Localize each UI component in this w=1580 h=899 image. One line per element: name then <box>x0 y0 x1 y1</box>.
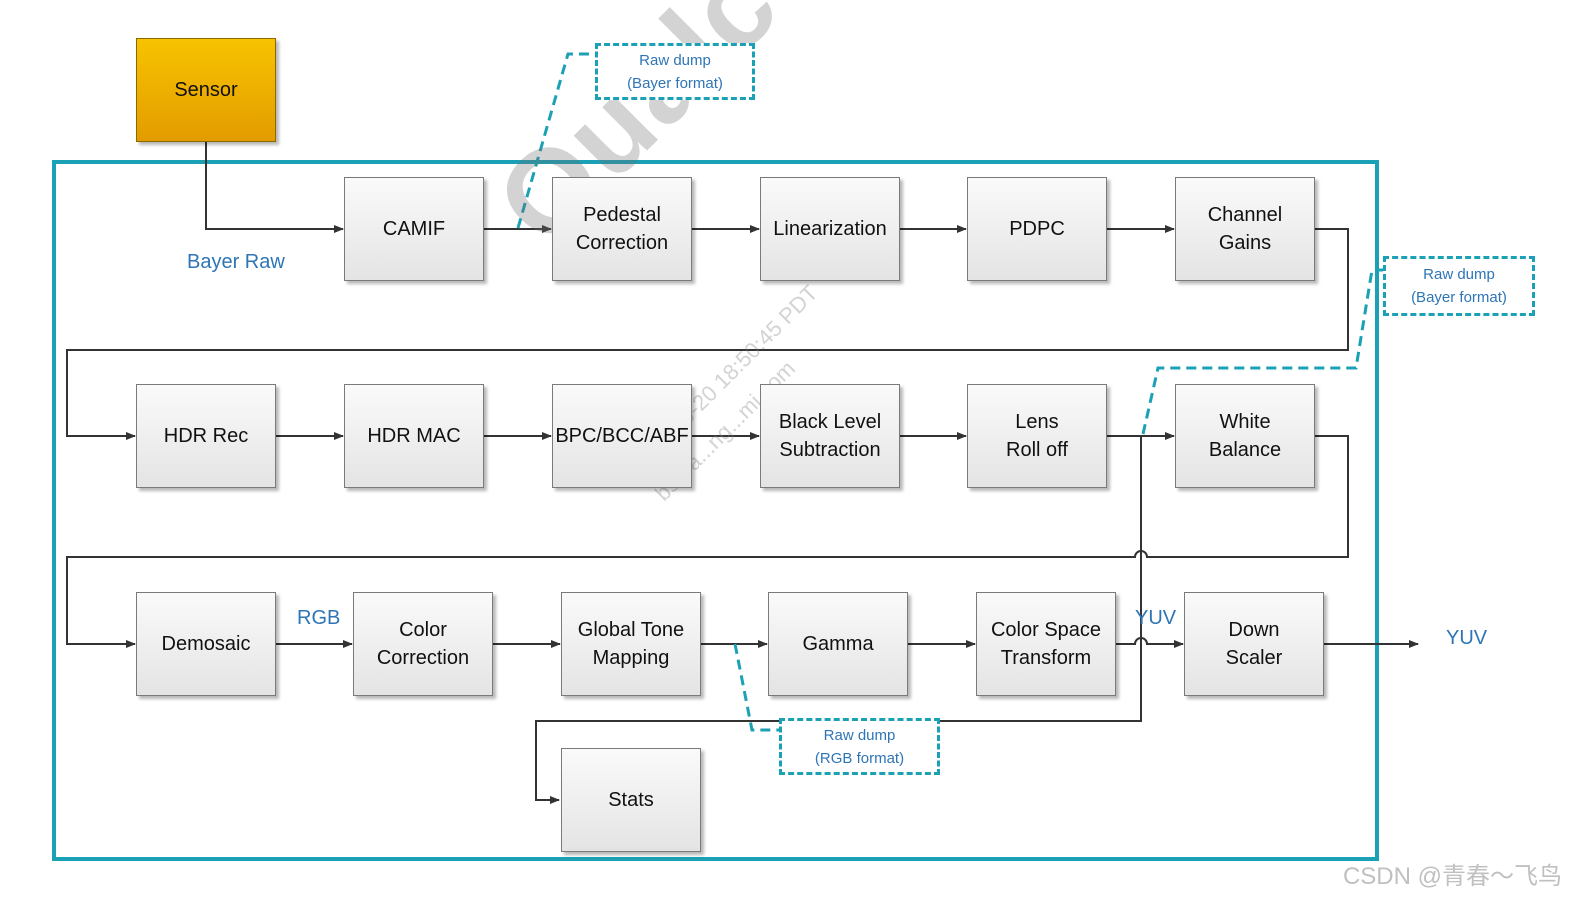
yuv-mid-label: YUV <box>1135 607 1177 629</box>
cst-to-down-scaler-arrow <box>1115 637 1184 648</box>
raw-dump-rgb-callout: Raw dump (RGB format) <box>779 718 940 775</box>
bpc-bcc-abf-block: BPC/BCC/ABF <box>552 384 692 488</box>
stats-block: Stats <box>561 748 701 852</box>
lens-roll-off-block: Lens Roll off <box>967 384 1107 488</box>
camif-block: CAMIF <box>344 177 484 281</box>
ife-frame <box>52 160 1379 861</box>
raw-dump-bayer-callout-1: Raw dump (Bayer format) <box>595 43 755 100</box>
raw-dump-bayer-callout-2: Raw dump (Bayer format) <box>1383 256 1535 316</box>
linearization-block: Linearization <box>760 177 900 281</box>
color-space-transform-block: Color Space Transform <box>976 592 1116 696</box>
rgb-dump-leader <box>733 643 780 732</box>
stats-tap-arrow <box>535 436 1142 804</box>
bayer-dump-leader-2 <box>1141 268 1384 435</box>
sensor-to-camif-arrow <box>205 142 344 233</box>
white-balance-block: White Balance <box>1175 384 1315 488</box>
hdr-mac-block: HDR MAC <box>344 384 484 488</box>
csdn-credit: CSDN @青春～飞鸟 <box>1342 863 1562 890</box>
color-correction-block: Color Correction <box>353 592 493 696</box>
global-tone-mapping-block: Global Tone Mapping <box>561 592 701 696</box>
pedestal-correction-block: Pedestal Correction <box>552 177 692 281</box>
channel-gains-to-hdr-rec-arrow <box>66 228 1349 440</box>
dump-leaders <box>516 52 1384 732</box>
sensor-block: Sensor <box>136 38 276 142</box>
rgb-label: RGB <box>297 607 341 629</box>
connectors <box>66 142 1419 804</box>
pdpc-block: PDPC <box>967 177 1107 281</box>
black-level-subtraction-block: Black Level Subtraction <box>760 384 900 488</box>
hdr-rec-block: HDR Rec <box>136 384 276 488</box>
demosaic-block: Demosaic <box>136 592 276 696</box>
down-scaler-block: Down Scaler <box>1184 592 1324 696</box>
bayer-raw-label: Bayer Raw <box>187 251 285 273</box>
bayer-dump-leader-1 <box>516 52 596 229</box>
yuv-output-label: YUV <box>1446 627 1488 649</box>
channel-gains-block: Channel Gains <box>1175 177 1315 281</box>
gamma-block: Gamma <box>768 592 908 696</box>
